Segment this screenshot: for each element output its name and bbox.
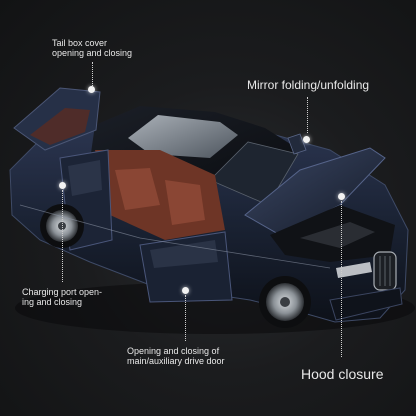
tail-box-leader-line bbox=[92, 62, 93, 86]
mirror-callout: Mirror folding/unfolding bbox=[247, 78, 370, 92]
charging-port-leader-line bbox=[62, 190, 63, 282]
headlight bbox=[336, 262, 372, 278]
mirror-marker bbox=[303, 136, 310, 143]
tail-box-marker bbox=[88, 86, 95, 93]
charging-port-callout: Charging port open- ing and closing bbox=[22, 287, 102, 308]
mirror-leader-line bbox=[307, 97, 308, 133]
hood-callout: Hood closure bbox=[301, 366, 384, 382]
tail-box-callout-line2: opening and closing bbox=[52, 48, 133, 59]
charging-port-callout-line1: Charging port open- bbox=[22, 287, 103, 297]
charging-port-marker bbox=[59, 182, 66, 189]
drive-door-callout-line1: Opening and closing of bbox=[127, 346, 220, 356]
drive-door-marker bbox=[182, 287, 189, 294]
charging-port-callout-line2: ing and closing bbox=[22, 297, 83, 308]
drive-door-callout-line2: main/auxiliary drive door bbox=[127, 356, 225, 367]
drive-door-leader-line bbox=[185, 295, 186, 341]
tail-box-callout: Tail box cover opening and closing bbox=[52, 38, 132, 59]
drive-door-callout: Opening and closing of main/auxiliary dr… bbox=[127, 346, 225, 367]
side-mirror bbox=[287, 133, 307, 155]
sunroof-glass bbox=[128, 115, 238, 158]
tail-box-callout-line1: Tail box cover bbox=[52, 38, 108, 48]
hood-leader-line bbox=[341, 201, 342, 357]
hood-marker bbox=[338, 193, 345, 200]
